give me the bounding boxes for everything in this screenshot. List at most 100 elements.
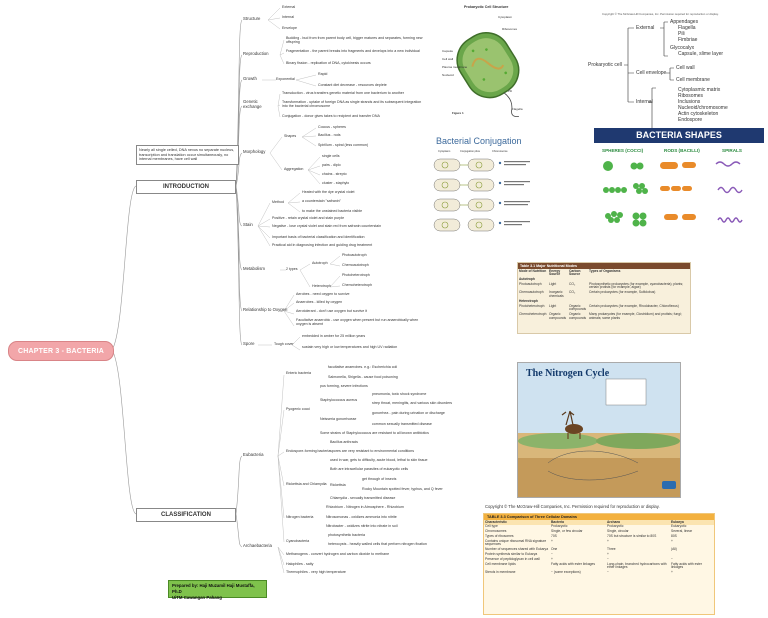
node-staph[interactable]: Staphylococcus aureus (320, 398, 358, 402)
node-practical[interactable]: Practical aid in diagnosing infection an… (272, 243, 373, 247)
node-intracellular[interactable]: Both are intracellular parasites of euka… (330, 467, 409, 471)
node-tough-cover[interactable]: Tough cover (274, 342, 294, 346)
node-reproduction[interactable]: Reproduction (243, 51, 269, 56)
node-oxygen[interactable]: Relationship to Oxygen (243, 307, 288, 312)
node-pus[interactable]: pus forming, severe infections (320, 384, 368, 388)
conjugation-title: Bacterial Conjugation (436, 136, 522, 146)
node-rapid[interactable]: Rapid (318, 72, 328, 76)
node-structure[interactable]: Structure (243, 16, 261, 21)
branch-classification[interactable]: CLASSIFICATION (136, 508, 236, 522)
node-conjugation[interactable]: Conjugation - donor gives takes to recip… (282, 114, 380, 118)
node-spore[interactable]: Spore (243, 341, 255, 346)
node-std[interactable]: common sexually transmitted disease (372, 422, 432, 426)
node-endospore[interactable]: Endospore-forming bacteria (286, 449, 331, 453)
node-important[interactable]: Important basis of bacterial classificat… (272, 235, 365, 239)
node-fragmentation[interactable]: Fragmentation - the parent breaks into f… (286, 49, 420, 53)
node-spores-resistant[interactable]: spores are very resistant to environment… (330, 449, 415, 453)
node-aerobes[interactable]: Aerobes - need oxygen to survive (296, 292, 350, 296)
node-amber[interactable]: embedded in amber for 25 million years (302, 334, 366, 338)
node-aggregation[interactable]: Aggregation (284, 167, 304, 171)
node-pyogenic[interactable]: Pyogenic cocci (286, 407, 310, 411)
node-spirillum[interactable]: Spirillum - spiral (less common) (318, 143, 369, 147)
node-transduction[interactable]: Transduction - virus transfers genetic m… (282, 91, 404, 95)
node-neisseria[interactable]: Neisseria gonorrhoeae (320, 417, 357, 421)
node-external[interactable]: External (282, 5, 296, 9)
node-make-visible[interactable]: to make the unstained bacteria visible (302, 209, 363, 213)
node-nitrosomonas[interactable]: Nitrosomonas - oxidizes ammonia into nit… (326, 515, 397, 519)
node-shapes[interactable]: Shapes (284, 134, 297, 138)
cell: (All) (671, 547, 677, 552)
node-anthracis[interactable]: Bacillus anthracis (330, 440, 358, 444)
node-methanogens[interactable]: Methanogens - convert hydrogen and carbo… (286, 552, 390, 556)
node-coccus[interactable]: Coccus - spheres (318, 125, 346, 129)
node-transformation[interactable]: Transformation - uptake of foreign DNA a… (282, 100, 422, 109)
node-chemoheterotroph[interactable]: Chemoheterotroph (342, 283, 372, 287)
node-constant[interactable]: Constant diet decrease - resources deple… (318, 83, 387, 87)
node-photosynthetic[interactable]: photosynthetic bacteria (328, 533, 365, 537)
node-envelope[interactable]: Envelope (282, 26, 297, 30)
node-chlamydia[interactable]: Chlamydia - sexually transmitted disease (330, 496, 396, 500)
node-anaerobes[interactable]: Anaerobes - killed by oxygen (296, 300, 343, 304)
node-nitrobacter[interactable]: Nitrobacter - oxidizes nitrite into nitr… (326, 524, 398, 528)
node-rhizobium[interactable]: Rhizobium - Nitrogen in Atmosphere - Rhi… (326, 505, 404, 509)
node-autotroph[interactable]: Autotroph (312, 261, 328, 265)
node-aerotolerant[interactable]: Aerotolerant - don't use oxygen but surv… (296, 309, 368, 313)
node-fever[interactable]: Rocky Mountain spotted fever, typhus, an… (362, 487, 443, 491)
node-single[interactable]: single cells (322, 154, 340, 158)
node-heated[interactable]: Heated with the dye crystal violet (302, 190, 355, 194)
nutrition-table-grid: Mode of Nutrition Energy Source Carbon S… (518, 269, 690, 321)
node-lethal[interactable]: used in war, gets to difficulty, acute b… (330, 458, 428, 462)
node-gonorrhea[interactable]: gonorrhea - pain during urination or dis… (372, 411, 445, 415)
node-internal[interactable]: Internal (282, 15, 294, 19)
node-positive[interactable]: Positive - retain crystal violet and sta… (272, 216, 345, 220)
branch-introduction[interactable]: INTRODUCTION (136, 180, 236, 194)
node-exponential[interactable]: Exponential (276, 77, 295, 81)
node-binary-fission[interactable]: Binary fission - replication of DNA, cyt… (286, 61, 371, 65)
node-counterstain[interactable]: a counterstain "safranin" (302, 199, 341, 203)
node-facultative-anaerobes[interactable]: facultative anaerobes. e.g.: Escherichia… (328, 365, 398, 369)
node-strep-throat[interactable]: strep throat, meningitis, and various sk… (372, 401, 453, 405)
node-photoautotroph[interactable]: Photoautotroph (342, 253, 367, 257)
node-growth[interactable]: Growth (243, 76, 257, 81)
node-bacillus[interactable]: Bacillus - rods (318, 133, 341, 137)
node-chains[interactable]: chains - strepto (322, 172, 347, 176)
node-survive[interactable]: sustain very high or low temperatures an… (302, 345, 398, 349)
cell: Several, linear (671, 529, 693, 534)
node-enteric[interactable]: Enteric bacteria (286, 371, 311, 375)
mcgraw-copyright: Copyright © The McGraw-Hill Companies, I… (485, 504, 660, 509)
domains-col-3: Archaea (607, 519, 621, 524)
node-resistant[interactable]: Some strains of Staphylococcus are resis… (320, 431, 429, 435)
node-2-types[interactable]: 2 types (286, 267, 298, 271)
nutrition-table: Table 3.1 Major Nutritional Modes Mode o… (517, 262, 691, 334)
node-chemoautotroph[interactable]: Chemoautotroph (342, 263, 369, 267)
node-metabolism[interactable]: Metabolism (243, 266, 265, 271)
root-topic[interactable]: CHAPTER 3 - BACTERIA (8, 341, 114, 361)
node-genetic-exchange[interactable]: Genetic exchange (243, 99, 262, 109)
node-salmonella[interactable]: Salmonella, Shigella - cause food poison… (328, 375, 398, 379)
cell: CO₂ (569, 281, 576, 286)
node-budding[interactable]: Budding - bud from from parent body cell… (286, 36, 423, 45)
node-facultative[interactable]: Facultative anaerobic - use oxygen when … (296, 318, 419, 327)
node-pneumonia[interactable]: pneumonia, toxic shock syndrome (372, 392, 427, 396)
node-nitrogen-bacteria[interactable]: Nitrogen bacteria (286, 515, 314, 519)
node-cluster[interactable]: cluster - staphylo (322, 181, 350, 185)
cell-tree-diagram: Copyright © The McGraw-Hill Companies, I… (580, 10, 766, 130)
node-archaebacteria[interactable]: Archaebacteria (243, 543, 272, 548)
node-stain[interactable]: Stain (243, 222, 253, 227)
node-photoheterotroph[interactable]: Photoheterotroph (342, 273, 370, 277)
node-heterotroph[interactable]: Heterotroph (312, 284, 331, 288)
node-method[interactable]: Method (272, 200, 284, 204)
node-negative[interactable]: Negative - lose crystal violet and stain… (272, 224, 382, 228)
node-thermophiles[interactable]: Thermophiles - very high temperature (286, 570, 346, 574)
cell: Light (549, 303, 557, 308)
node-rickettsia[interactable]: Rickettsia (330, 483, 346, 487)
node-heterocysts[interactable]: heterocysts - heavily walled cells that … (328, 542, 427, 546)
node-rickettsia-chlamydia[interactable]: Rickettsia and Chlamydia (286, 482, 327, 486)
node-eubacteria[interactable]: Eubacteria (243, 452, 264, 457)
node-insects[interactable]: get through of insects (362, 477, 397, 481)
node-pairs[interactable]: pairs - diplo (322, 163, 341, 167)
node-morphology[interactable]: Morphology (243, 149, 266, 154)
node-halophiles[interactable]: Halophiles - salty (286, 562, 314, 566)
nutrition-col-3: Carbon Source (569, 268, 581, 277)
node-cyanobacteria[interactable]: Cyanobacteria (286, 539, 310, 543)
